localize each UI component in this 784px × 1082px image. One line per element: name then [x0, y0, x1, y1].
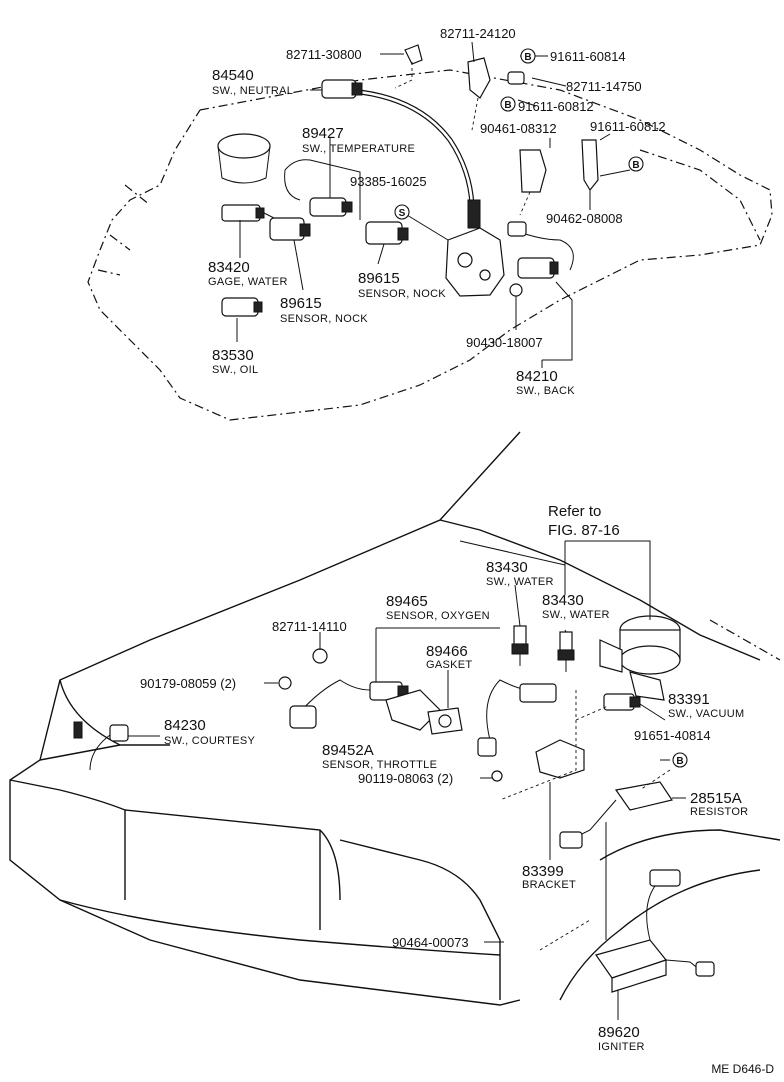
label-93385-16025: 93385-16025 — [350, 174, 427, 189]
gasket-18007-part — [509, 283, 523, 297]
label-91611-60812-a: 91611-60812 — [518, 99, 594, 114]
neutral-switch-cable — [359, 89, 475, 206]
resistor-part — [559, 781, 673, 849]
label-28515A: 28515A — [690, 790, 742, 807]
label-90461-08312: 90461-08312 — [480, 121, 557, 136]
knock-sensor-assembly — [445, 199, 505, 297]
svg-text:S: S — [399, 208, 406, 219]
svg-text:B: B — [524, 52, 531, 63]
circle-letter-b-4: B — [672, 752, 688, 768]
clip-08008-part — [581, 139, 599, 192]
circle-letter-s: S — [394, 204, 410, 220]
desc-89465: SENSOR, OXYGEN — [386, 610, 490, 622]
knock-sensor-right-part — [365, 221, 409, 245]
svg-text:B: B — [504, 100, 511, 111]
desc-83430-a: SW., WATER — [486, 576, 554, 588]
label-89452A: 89452A — [322, 742, 374, 759]
svg-text:B: B — [632, 160, 639, 171]
car-body-outline — [9, 431, 781, 1006]
label-89620: 89620 — [598, 1024, 640, 1041]
bracket-08312-part — [519, 149, 547, 193]
desc-28515A: RESISTOR — [690, 806, 748, 818]
desc-89466: GASKET — [426, 659, 472, 671]
intake-pipe-outline — [284, 159, 361, 220]
water-switch-a-part — [511, 625, 529, 666]
water-switch-b-part — [557, 631, 575, 672]
label-83391: 83391 — [668, 691, 710, 708]
desc-84230: SW., COURTESY — [164, 735, 255, 747]
vacuum-actuator-part — [599, 615, 681, 701]
label-83530: 83530 — [212, 347, 254, 364]
courtesy-switch-part — [73, 721, 129, 771]
neutral-switch-part — [321, 79, 363, 99]
circle-letter-b-1: B — [520, 48, 536, 64]
desc-89615-b: SENSOR, NOCK — [358, 288, 446, 300]
label-89615-a: 89615 — [280, 295, 322, 312]
knock-sensor-left-part — [269, 217, 311, 241]
label-89427: 89427 — [302, 125, 344, 142]
label-90464-00073: 90464-00073 — [392, 935, 469, 950]
label-84210: 84210 — [516, 368, 558, 385]
engine-outline — [87, 69, 773, 421]
label-89615-b: 89615 — [358, 270, 400, 287]
svg-text:B: B — [676, 756, 683, 767]
bracket-83399-part — [535, 739, 585, 779]
desc-83399: BRACKET — [522, 879, 576, 891]
desc-83420: GAGE, WATER — [208, 276, 288, 288]
label-91651-40814: 91651-40814 — [634, 728, 711, 743]
oxygen-gasket-part — [427, 707, 463, 735]
label-91611-60814: 91611-60814 — [550, 49, 626, 64]
clamp-24120-part — [467, 57, 491, 99]
desc-84540: SW., NEUTRAL — [212, 85, 293, 97]
desc-89452A: SENSOR, THROTTLE — [322, 759, 437, 771]
label-84540: 84540 — [212, 67, 254, 84]
label-83399: 83399 — [522, 863, 564, 880]
label-89466: 89466 — [426, 643, 468, 660]
label-82711-24120: 82711-24120 — [440, 26, 516, 41]
label-90430-18007: 90430-18007 — [466, 335, 543, 350]
label-89465: 89465 — [386, 593, 428, 610]
desc-83530: SW., OIL — [212, 364, 258, 376]
label-90179-08059: 90179-08059 (2) — [140, 676, 236, 691]
label-83420: 83420 — [208, 259, 250, 276]
bolt-08059-part — [278, 676, 292, 690]
desc-83391: SW., VACUUM — [668, 708, 744, 720]
reference-line-2: FIG. 87-16 — [548, 522, 620, 539]
label-91611-60812-b: 91611-60812 — [590, 119, 666, 134]
clamp-14110-part — [312, 648, 328, 664]
oxygen-sensor-part — [289, 679, 409, 729]
desc-89615-a: SENSOR, NOCK — [280, 313, 368, 325]
figure-code: ME D646-D — [711, 1062, 774, 1076]
bolt-08063-part — [491, 770, 503, 782]
label-84230: 84230 — [164, 717, 206, 734]
bracket-30800-part — [404, 44, 423, 65]
igniter-part — [595, 869, 715, 993]
desc-84210: SW., BACK — [516, 385, 575, 397]
label-82711-14750: 82711-14750 — [566, 79, 642, 94]
label-83430-a: 83430 — [486, 559, 528, 576]
back-switch-part — [507, 221, 574, 279]
throttle-wiring-part — [477, 679, 557, 757]
clamp-14750-part — [507, 71, 525, 85]
temperature-switch-part — [309, 197, 353, 217]
label-90119-08063: 90119-08063 (2) — [358, 771, 453, 786]
desc-89427: SW., TEMPERATURE — [302, 143, 415, 155]
oil-switch-part — [221, 297, 263, 317]
vacuum-switch-part — [603, 693, 641, 711]
label-82711-14110: 82711-14110 — [272, 619, 347, 634]
label-82711-30800: 82711-30800 — [286, 47, 362, 62]
desc-83430-b: SW., WATER — [542, 609, 610, 621]
label-90462-08008: 90462-08008 — [546, 211, 623, 226]
desc-89620: IGNITER — [598, 1041, 645, 1053]
circle-letter-b-2: B — [500, 96, 516, 112]
oil-filler-cap — [217, 133, 271, 184]
circle-letter-b-3: B — [628, 156, 644, 172]
bottom-leader-lines — [128, 540, 686, 1020]
intake-pipe-end — [284, 169, 301, 201]
reference-line-1: Refer to — [548, 503, 601, 520]
label-83430-b: 83430 — [542, 592, 584, 609]
